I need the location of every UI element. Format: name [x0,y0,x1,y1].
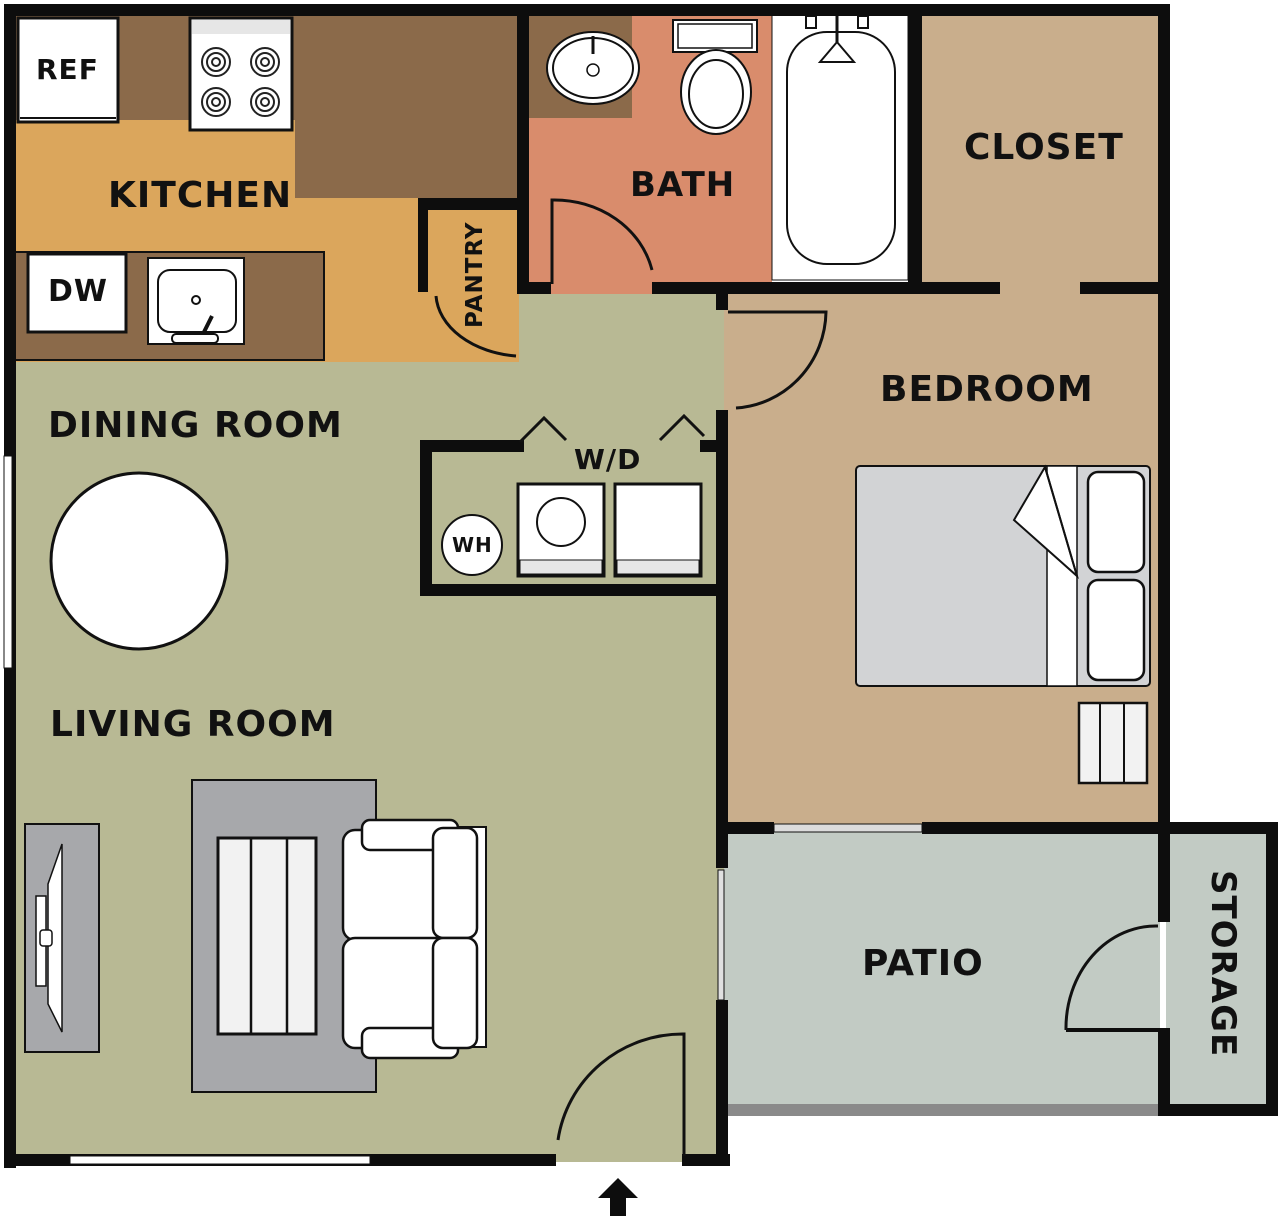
entry-arrow-icon [598,1178,638,1216]
window-left [3,455,13,669]
storage-floor [1166,828,1272,1108]
wd-bifold-doors [518,413,706,444]
washer-dryer-label: W/D [574,443,642,476]
cabinet-corner [295,14,517,198]
kitchen-label: KITCHEN [108,175,293,216]
washer-icon [516,482,606,578]
pantry-label: PANTRY [462,221,488,328]
bathroom-sink-icon [546,31,640,105]
stove-icon [188,16,294,132]
dresser-icon [1077,701,1149,785]
dishwasher-label: DW [48,274,108,309]
dining-room-label: DINING ROOM [48,405,343,446]
patio-edge [724,1104,1160,1116]
toilet-icon [672,19,758,135]
living-room-label: LIVING ROOM [50,704,336,745]
dryer-icon [613,482,703,578]
storage-label: STORAGE [1203,870,1243,1058]
bath-label: BATH [630,165,736,205]
sofa-icon [341,818,487,1060]
sliding-door-living [717,869,725,1001]
water-heater-icon [441,514,503,576]
bathtub-icon [786,15,896,265]
walls [4,4,1278,1168]
patio-label: PATIO [862,943,984,984]
kitchen-sink-icon [147,257,245,345]
coffee-table-icon [216,836,318,1036]
dining-table [49,471,229,651]
tv-console-icon [24,823,100,1053]
dishwasher [26,252,128,334]
bedroom-label: BEDROOM [880,369,1094,410]
sliding-door-patio [773,823,923,833]
closet-label: CLOSET [964,127,1124,168]
door-swings [434,198,1159,1156]
closet-floor [918,14,1160,294]
water-heater-label: WH [452,533,493,557]
patio-floor [724,828,1160,1116]
window-bottom [69,1155,371,1165]
pantry-floor [430,212,518,360]
refrigerator-label: REF [36,53,99,86]
kitchen-counter-gap [123,14,189,118]
refrigerator [16,16,120,124]
bed-icon [855,464,1151,687]
